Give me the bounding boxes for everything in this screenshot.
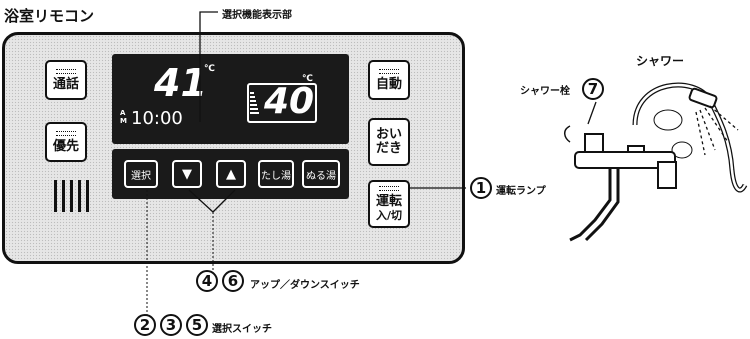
callout-number-5: 5 [186, 314, 208, 336]
shower-temperature-unit: ℃ [302, 74, 313, 84]
auto-lamp [379, 68, 399, 74]
call-button-label: 通話 [52, 76, 79, 92]
clock-time: 10:00 [131, 108, 183, 129]
up-button[interactable]: ▲ [216, 160, 246, 188]
power-button[interactable]: 運転 入/切 [368, 180, 410, 228]
priority-button-label: 優先 [52, 138, 79, 154]
priority-button[interactable]: 優先 [45, 122, 87, 162]
callout-run-lamp: 運転ランプ [496, 186, 546, 197]
bath-temperature-unit: ℃ [204, 64, 215, 74]
diagram-title: 浴室リモコン [4, 7, 95, 25]
callout-number-2: 2 [134, 314, 156, 336]
select-button[interactable]: 選択 [124, 160, 158, 188]
callout-updown-switch: アップ／ダウンスイッチ [250, 280, 360, 291]
call-button[interactable]: 通話 [45, 60, 87, 100]
callout-number-6: 6 [222, 270, 244, 292]
auto-button[interactable]: 自動 [368, 60, 410, 100]
callout-shower-tap: シャワー栓 [520, 86, 570, 97]
shower-temperature-box [247, 83, 317, 123]
power-label-line1: 運転 [375, 193, 402, 209]
speaker-grille [52, 178, 92, 214]
auto-button-label: 自動 [375, 76, 402, 92]
level-meter-icon [250, 92, 260, 122]
call-lamp [56, 68, 76, 74]
add-hot-water-button[interactable]: たし湯 [258, 160, 294, 188]
faucet-shower-icon [564, 82, 748, 242]
callout-display-label: 選択機能表示部 [222, 10, 292, 21]
run-lamp [379, 185, 399, 191]
bath-temperature: 41 [154, 61, 207, 105]
down-button[interactable]: ▼ [172, 160, 202, 188]
am-indicator-bottom: M [120, 117, 127, 125]
callout-number-1: 1 [470, 177, 492, 199]
power-label-line2: 入/切 [375, 208, 403, 222]
reheat-label-line1: おい [375, 127, 402, 142]
reheat-button[interactable]: おい だき [368, 118, 410, 166]
select-button-strip: 選択 ▼ ▲ たし湯 ぬる湯 [112, 149, 349, 199]
callout-select-switch: 選択スイッチ [212, 324, 272, 335]
shower-temperature: 40 [264, 81, 315, 122]
speaker-grille-icon [54, 180, 89, 212]
callout-shower: シャワー [636, 54, 685, 68]
callout-number-4: 4 [196, 270, 218, 292]
priority-lamp [56, 130, 76, 136]
lcd-display: 41 ℃ A M 10:00 40 ℃ [112, 54, 349, 144]
callout-number-3: 3 [160, 314, 182, 336]
reheat-label-line2: だき [375, 141, 402, 156]
lukewarm-water-button[interactable]: ぬる湯 [302, 160, 340, 188]
callout-number-7: 7 [582, 78, 604, 100]
am-indicator-top: A [120, 109, 126, 117]
